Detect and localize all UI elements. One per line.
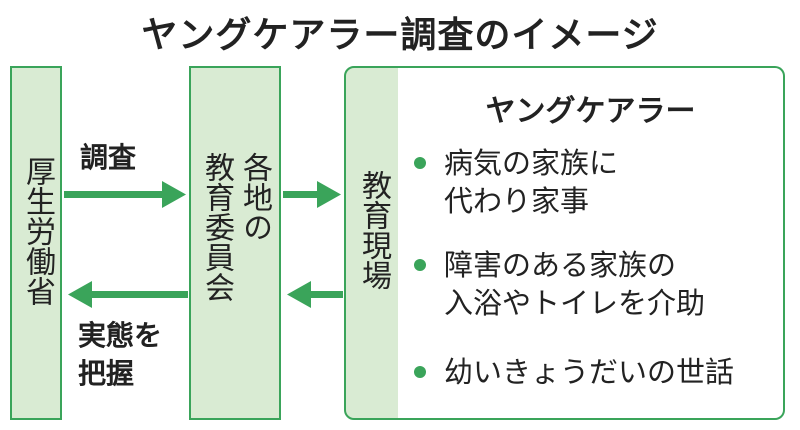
ministry-box: 厚生労働省 — [10, 66, 62, 420]
list-item-line1: 病気の家族に — [444, 146, 619, 180]
grasp-label-line2: 把握 — [78, 357, 135, 390]
ministry-label: 厚生労働省 — [20, 156, 55, 306]
list-item: 病気の家族に 代わり家事 — [414, 144, 619, 220]
grasp-label-line1: 実態を — [78, 319, 163, 352]
school-label: 教育現場 — [356, 170, 391, 290]
bullet-icon — [414, 157, 426, 169]
panel-title: ヤングケアラー — [485, 94, 696, 129]
board-of-education-box: 各地の 教育委員会 — [189, 66, 281, 420]
board-label-line2: 教育委員会 — [199, 152, 234, 302]
right-arrow-board-to-school — [283, 181, 341, 208]
list-item-line2: 代わり家事 — [444, 184, 590, 218]
bullet-icon — [414, 366, 426, 378]
list-item-line2: 入浴やトイレを介助 — [444, 286, 706, 320]
school-box: 教育現場 — [344, 66, 400, 420]
list-item-line1: 幼いきょうだいの世話 — [444, 355, 735, 389]
list-item: 幼いきょうだいの世話 — [414, 353, 735, 391]
survey-label: 調査 — [80, 141, 137, 174]
list-item: 障害のある家族の 入浴やトイレを介助 — [414, 246, 706, 322]
right-arrow-survey — [64, 181, 186, 208]
diagram-title: ヤングケアラー調査のイメージ — [141, 15, 659, 56]
left-arrow-grasp — [68, 281, 188, 308]
board-label-line1: 各地の — [237, 152, 272, 242]
bullet-icon — [414, 259, 426, 271]
list-item-line1: 障害のある家族の — [444, 248, 677, 282]
left-arrow-school-to-board — [287, 281, 343, 308]
young-carer-panel: ヤングケアラー 病気の家族に 代わり家事 障害のある家族の 入浴やトイレを介助 … — [398, 66, 785, 420]
